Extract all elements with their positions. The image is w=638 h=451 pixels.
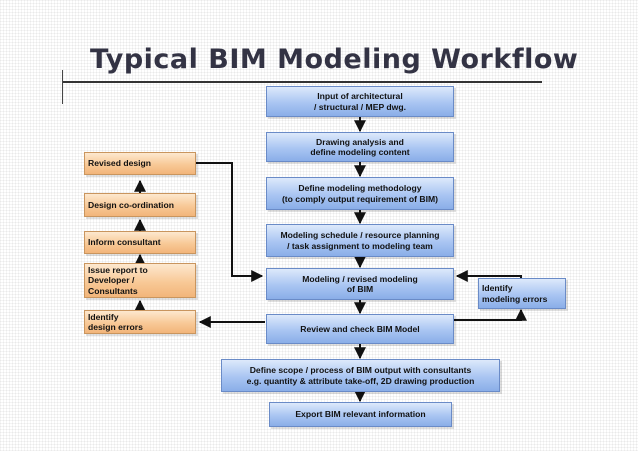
step-input-drawings: Input of architectural / structural / ME… [266,86,454,117]
step-drawing-analysis: Drawing analysis and define modeling con… [266,132,454,162]
step-define-scope: Define scope / process of BIM output wit… [221,359,500,392]
step-modeling-schedule: Modeling schedule / resource planning / … [266,224,454,257]
side-design-coordination: Design co-ordination [84,193,196,217]
step-modeling: Modeling / revised modeling of BIM [266,268,454,300]
step-review-check: Review and check BIM Model [266,314,454,344]
side-issue-report: Issue report to Developer / Consultants [84,263,196,298]
side-revised-design: Revised design [84,152,196,175]
step-define-methodology: Define modeling methodology (to comply o… [266,177,454,210]
side-inform-consultant: Inform consultant [84,231,196,254]
arrow-revised-to-modeling [196,162,264,282]
page-title: Typical BIM Modeling Workflow [90,44,579,75]
title-accent-line [62,70,63,104]
side-identify-design-errors: Identify design errors [84,310,196,334]
arrow-modeling-errors-to-modeling [455,270,522,282]
arrow-review-to-modeling-errors [454,308,527,321]
step-export-bim: Export BIM relevant information [269,402,452,427]
title-underline [62,81,542,83]
side-identify-modeling-errors: Identify modeling errors [478,278,566,309]
